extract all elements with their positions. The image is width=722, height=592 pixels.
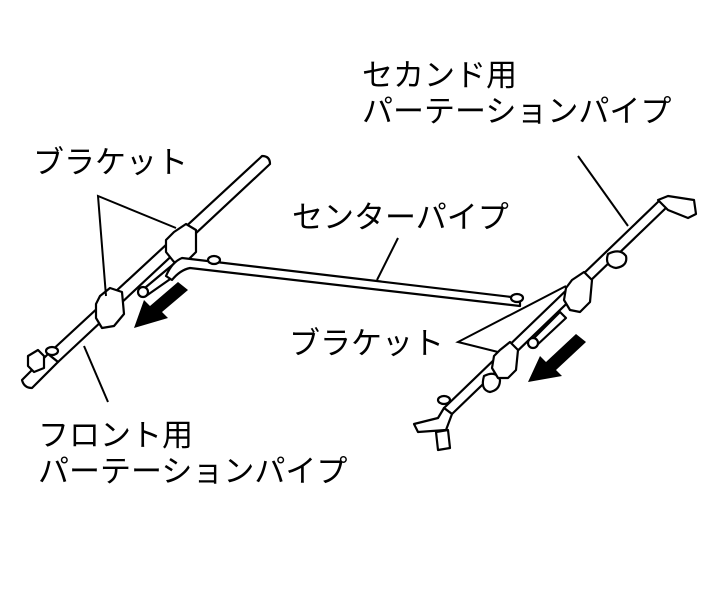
- bracket-left-upper: [164, 222, 198, 264]
- label-front-line2: パーテーションパイプ: [38, 454, 348, 490]
- label-bracket-right: ブラケット: [289, 326, 444, 362]
- label-second-partition-pipe: セカンド用 パーテーションパイプ: [362, 58, 671, 130]
- bracket-left-lower: [94, 286, 126, 330]
- center-pipe: [164, 254, 525, 308]
- label-front-line1: フロント用: [38, 418, 193, 454]
- bracket-right-upper: [562, 270, 594, 314]
- label-second-line2: パーテーションパイプ: [362, 94, 672, 130]
- bracket-right-lower: [490, 340, 520, 380]
- label-front-partition-pipe: フロント用 パーテーションパイプ: [38, 418, 347, 490]
- leader-lines: [83, 155, 629, 403]
- arrow-right-icon: [528, 334, 586, 382]
- arrow-left-icon: [134, 282, 188, 328]
- label-center-pipe: センターパイプ: [292, 200, 509, 236]
- label-second-line1: セカンド用: [362, 58, 517, 94]
- label-bracket-left: ブラケット: [33, 145, 188, 181]
